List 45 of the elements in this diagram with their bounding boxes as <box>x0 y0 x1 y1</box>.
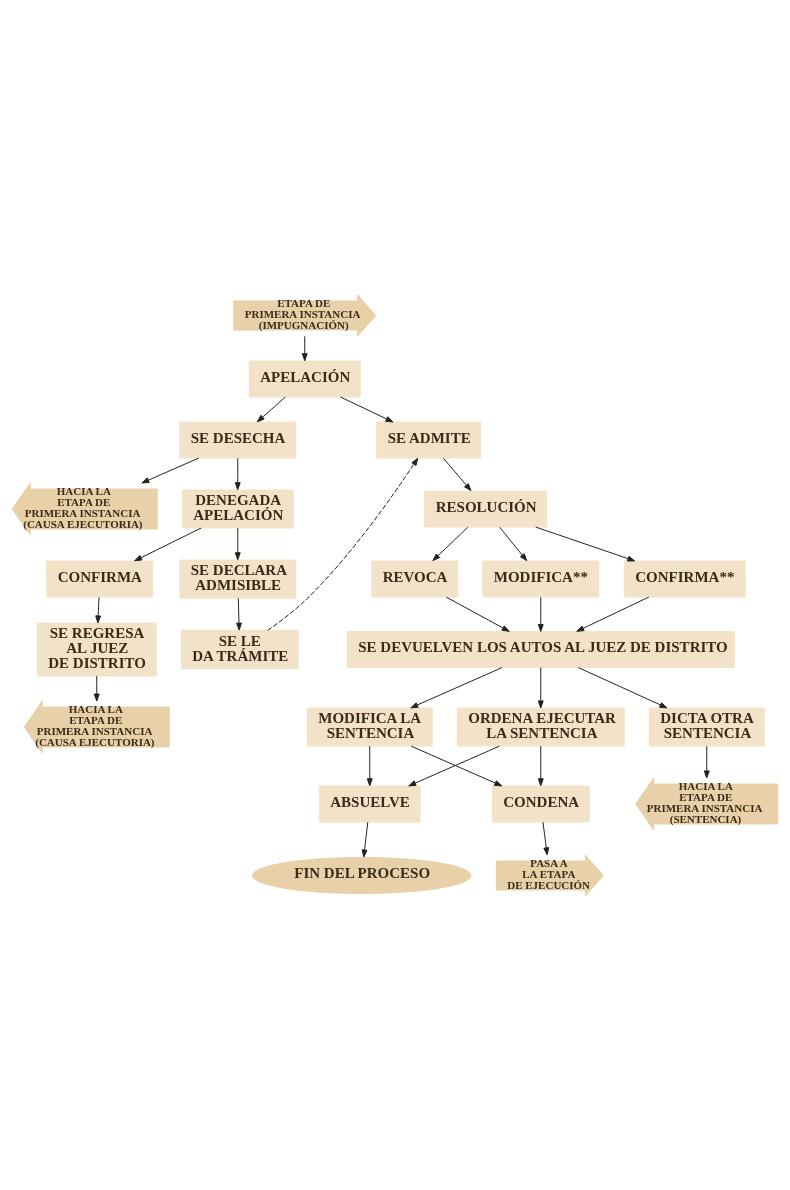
arrow <box>340 396 394 422</box>
node-box: ORDENA EJECUTAR LA SENTENCIA <box>456 707 625 746</box>
arrow <box>535 526 636 561</box>
arrow <box>537 596 544 632</box>
node-box: SE DEVUELVEN LOS AUTOS AL JUEZ DE DISTRITO <box>346 630 735 668</box>
arrow <box>542 821 550 855</box>
arrow <box>361 821 369 858</box>
arrow <box>537 666 544 708</box>
arrow <box>95 596 102 623</box>
arrow <box>301 335 308 361</box>
arrow <box>577 666 668 708</box>
arrow <box>234 527 241 560</box>
node-ellipse: FIN DEL PROCESO <box>252 856 472 894</box>
arrow <box>236 597 242 631</box>
arrow <box>366 745 373 786</box>
node-box: DICTA OTRA SENTENCIA <box>648 707 765 746</box>
node-box: SE LE DA TRÁMITE <box>180 629 299 669</box>
node-box: SE DECLARA ADMISIBLE <box>179 559 297 598</box>
arrow <box>432 526 469 561</box>
node-box: CONFIRMA** <box>623 560 746 597</box>
node-box: MODIFICA LA SENTENCIA <box>306 707 433 746</box>
node-box: SE ADMITE <box>376 421 482 458</box>
node-box: APELACIÓN <box>248 360 361 397</box>
arrow <box>703 745 710 778</box>
node-box: CONDENA <box>491 785 590 822</box>
arrow <box>234 457 241 490</box>
node-box: ABSUELVE <box>318 785 421 822</box>
arrow <box>410 666 503 708</box>
node-box: RESOLUCIÓN <box>424 490 548 527</box>
arrow <box>576 596 650 632</box>
node-box: SE REGRESA AL JUEZ DE DISTRITO <box>36 622 157 676</box>
node-box: REVOCA <box>371 560 459 597</box>
arrow <box>267 457 419 631</box>
node-box: DENEGADA APELACIÓN <box>181 489 294 528</box>
arrow <box>442 457 472 491</box>
arrow <box>499 526 528 561</box>
arrow <box>93 675 100 701</box>
node-box: MODIFICA** <box>482 560 600 597</box>
node-box: SE DESECHA <box>179 421 297 458</box>
arrow <box>256 396 286 422</box>
arrow <box>445 596 510 632</box>
node-box: CONFIRMA <box>46 560 154 597</box>
arrow <box>134 527 202 561</box>
arrow <box>537 745 544 786</box>
arrow <box>141 457 200 483</box>
